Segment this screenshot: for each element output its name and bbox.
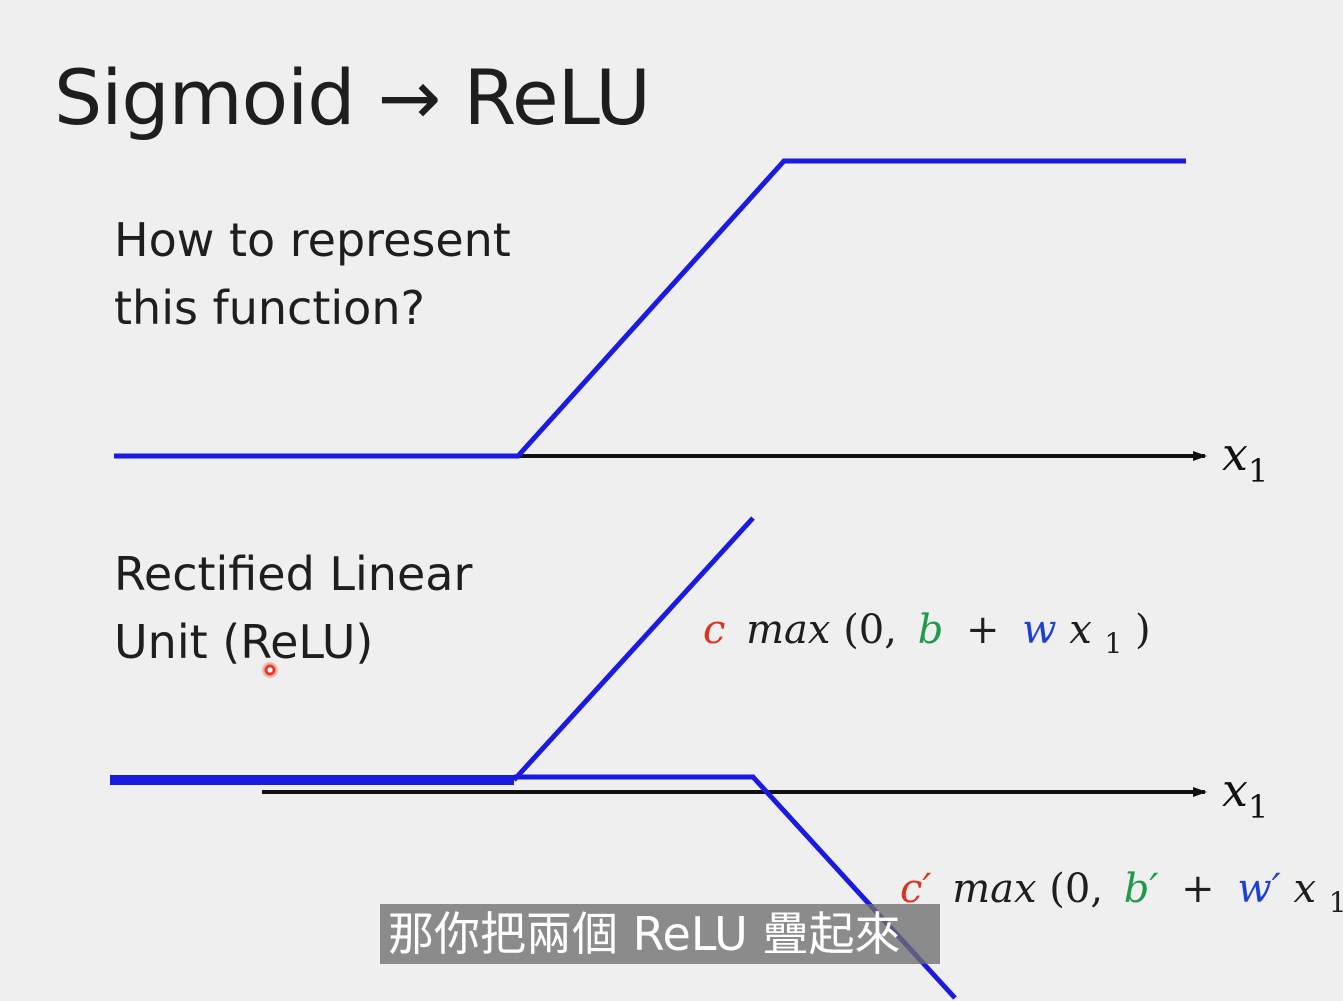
relu-2-line	[514, 774, 957, 1000]
formula-relu-2: c′ max (0, b′ + w′ x 1 )	[900, 866, 1343, 922]
relu-1-line	[512, 516, 755, 782]
pointer-cursor-icon	[262, 662, 278, 678]
target-function-line	[114, 158, 1186, 459]
top-axis-label: x1	[1222, 427, 1268, 490]
formula-relu-1: c max (0, b + w x 1 )	[703, 607, 1151, 663]
relu-label: Rectified Linear Unit (ReLU)	[114, 540, 472, 676]
bottom-axis-label: x1	[1222, 763, 1268, 826]
video-subtitle: 那你把兩個 ReLU 疊起來	[380, 904, 940, 964]
slide-title: Sigmoid → ReLU	[54, 53, 651, 142]
question-text: How to represent this function?	[114, 206, 511, 342]
question-line-2: this function?	[114, 281, 425, 335]
relu-label-line-1: Rectified Linear	[114, 547, 473, 601]
relu-label-line-2: Unit (ReLU)	[114, 615, 374, 669]
question-line-1: How to represent	[114, 213, 511, 267]
